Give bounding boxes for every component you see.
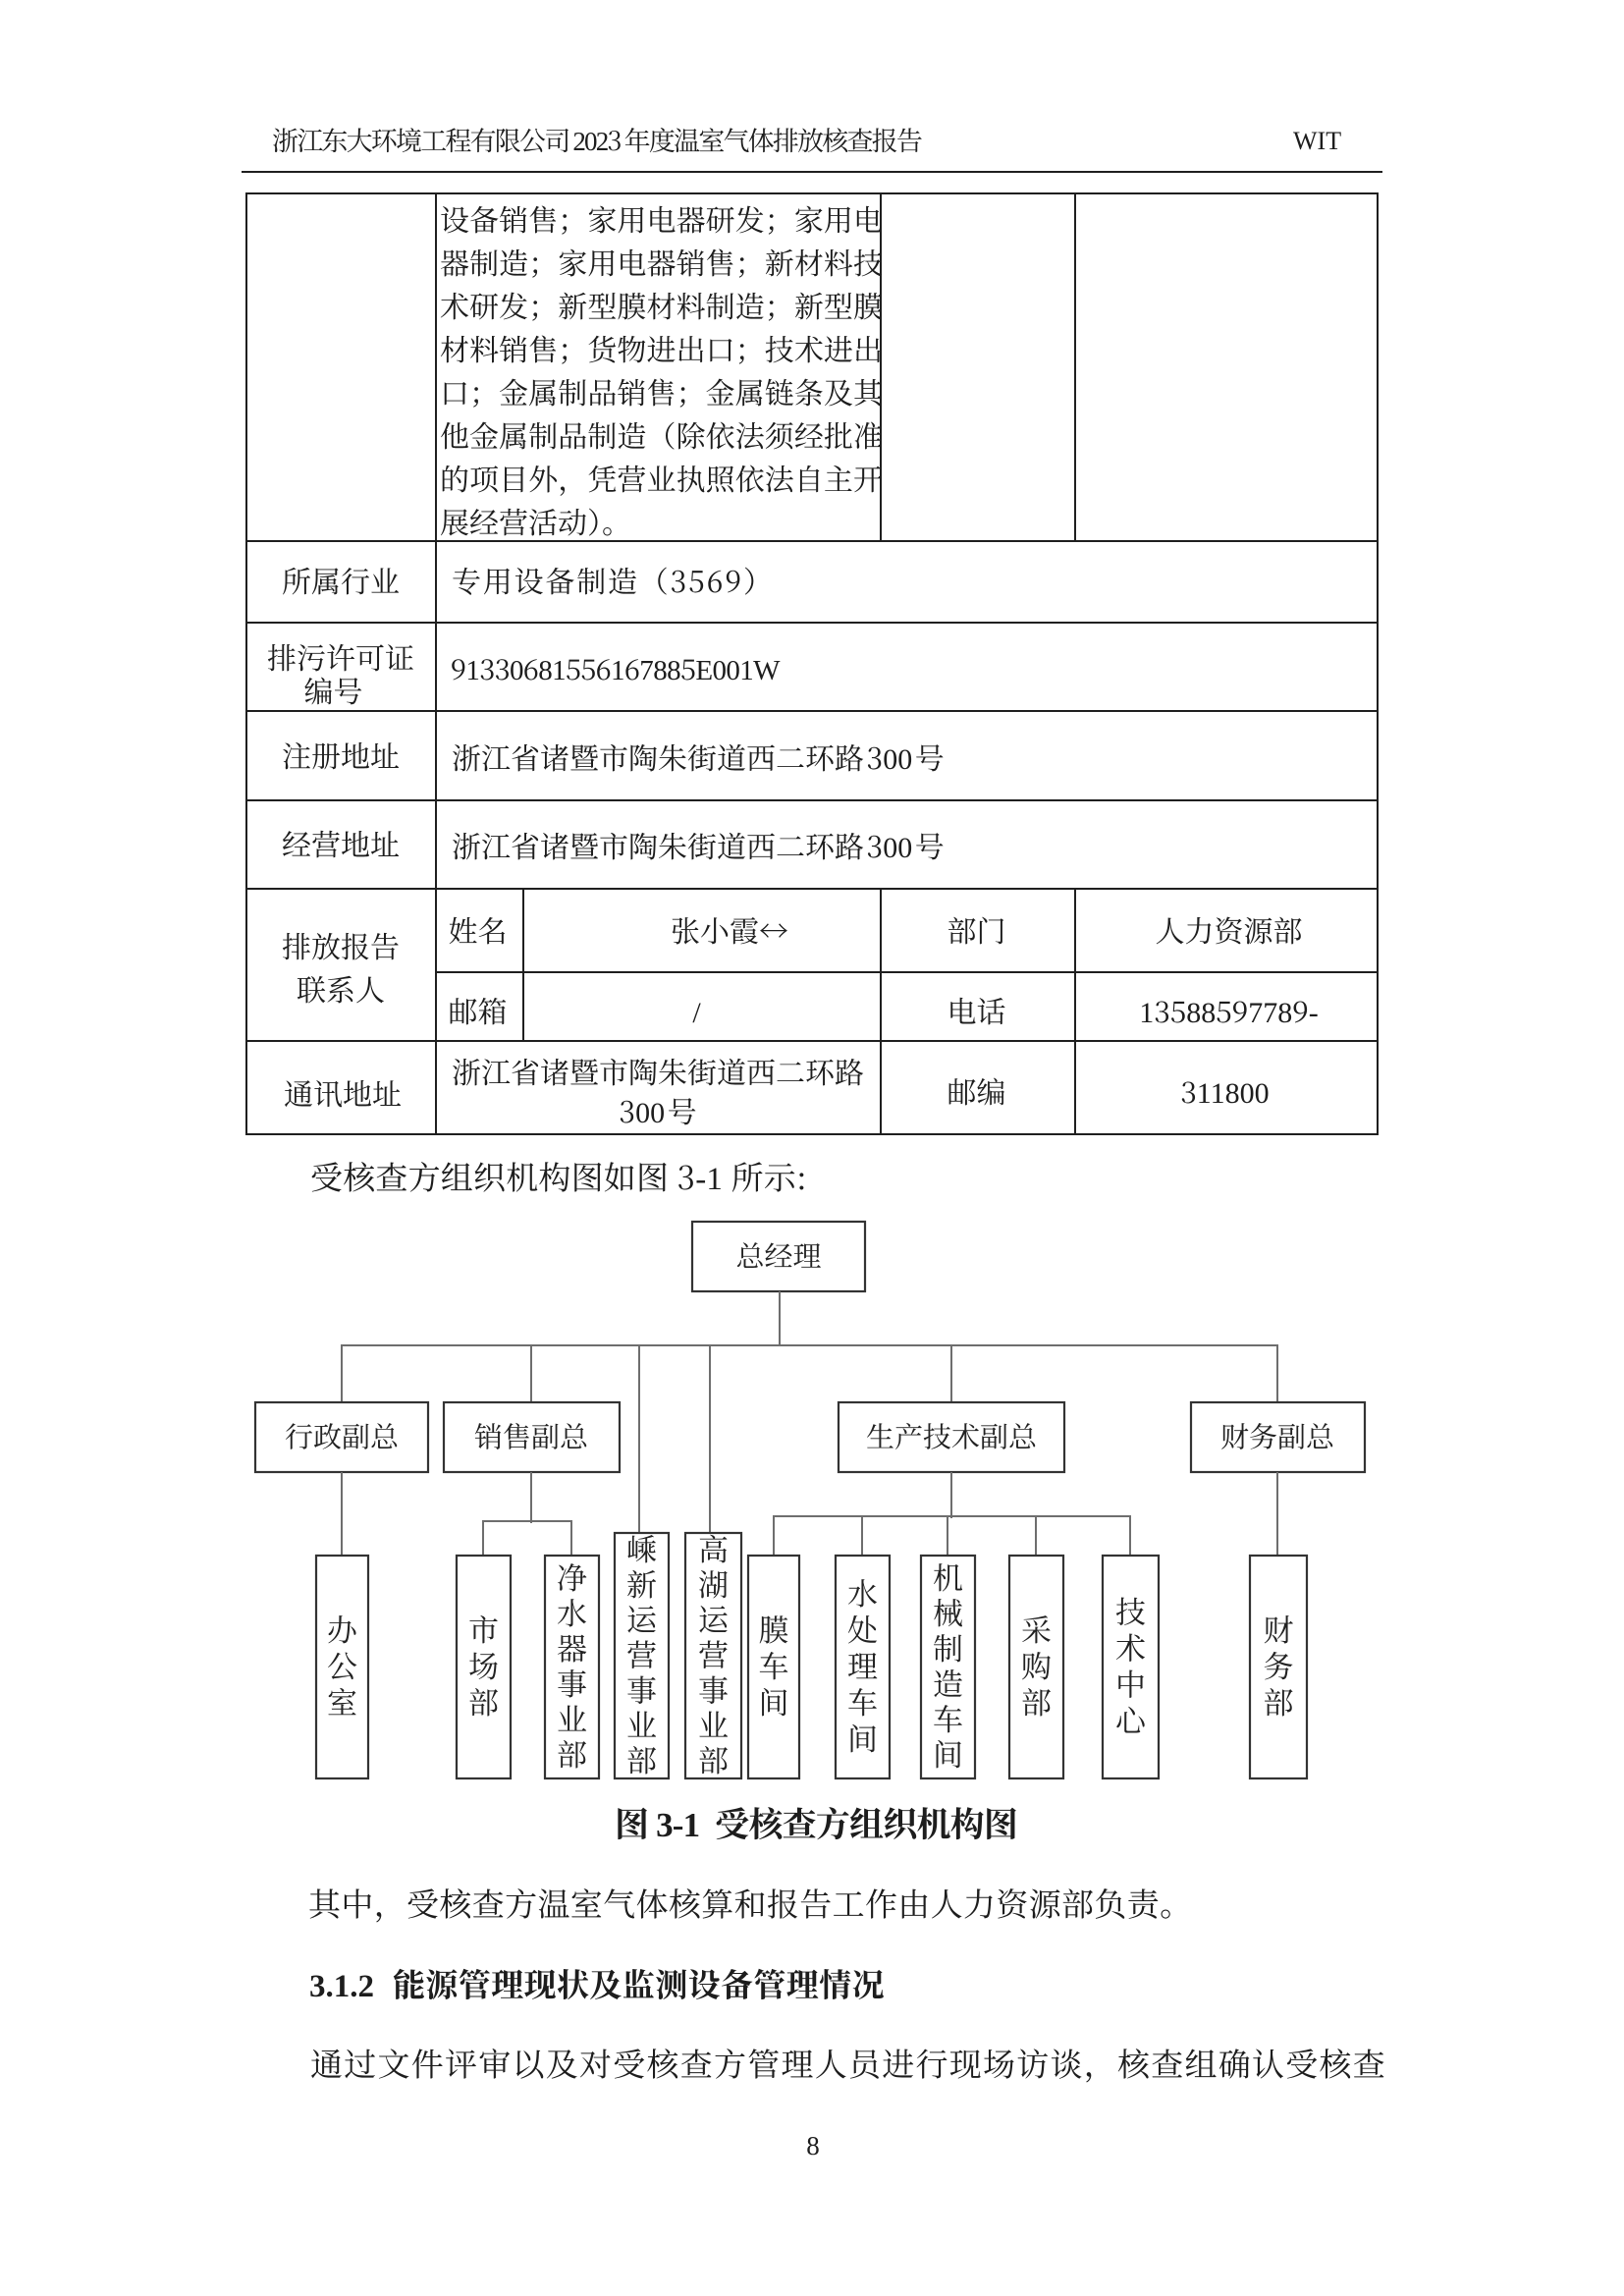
svg-text:事: 事 bbox=[557, 1660, 587, 1704]
svg-text:处: 处 bbox=[847, 1606, 878, 1650]
svg-text:采: 采 bbox=[1021, 1606, 1052, 1650]
svg-text:营: 营 bbox=[626, 1631, 657, 1675]
svg-text:部: 部 bbox=[698, 1736, 729, 1780]
svg-text:总经理: 总经理 bbox=[735, 1235, 821, 1276]
svg-text:室: 室 bbox=[327, 1678, 357, 1722]
svg-text:事: 事 bbox=[698, 1666, 729, 1710]
svg-text:新: 新 bbox=[626, 1560, 657, 1605]
svg-text:技: 技 bbox=[1115, 1588, 1146, 1632]
svg-text:运: 运 bbox=[626, 1596, 658, 1640]
svg-text:械: 械 bbox=[933, 1589, 963, 1633]
svg-text:部: 部 bbox=[1021, 1678, 1052, 1722]
svg-text:业: 业 bbox=[698, 1701, 729, 1745]
svg-text:车: 车 bbox=[847, 1678, 878, 1722]
svg-text:财务副总: 财务副总 bbox=[1220, 1416, 1335, 1456]
svg-text:机: 机 bbox=[933, 1554, 963, 1598]
svg-text:销售副总: 销售副总 bbox=[474, 1416, 589, 1456]
svg-text:财: 财 bbox=[1264, 1606, 1294, 1650]
svg-text:场: 场 bbox=[468, 1642, 499, 1686]
svg-text:办: 办 bbox=[327, 1606, 358, 1650]
svg-text:制: 制 bbox=[933, 1624, 963, 1668]
svg-text:中: 中 bbox=[1115, 1661, 1146, 1705]
svg-text:生产技术副总: 生产技术副总 bbox=[866, 1416, 1038, 1456]
svg-text:高: 高 bbox=[698, 1525, 729, 1569]
svg-text:水: 水 bbox=[557, 1589, 587, 1633]
svg-text:车: 车 bbox=[759, 1642, 789, 1686]
svg-text:业: 业 bbox=[557, 1695, 587, 1739]
svg-text:造: 造 bbox=[933, 1660, 963, 1704]
svg-text:理: 理 bbox=[847, 1642, 878, 1686]
svg-text:嵊: 嵊 bbox=[626, 1525, 657, 1569]
svg-text:水: 水 bbox=[847, 1569, 878, 1613]
svg-text:间: 间 bbox=[759, 1678, 789, 1722]
svg-text:公: 公 bbox=[327, 1642, 357, 1686]
svg-text:湖: 湖 bbox=[698, 1560, 729, 1605]
svg-text:购: 购 bbox=[1021, 1642, 1052, 1686]
svg-text:心: 心 bbox=[1115, 1697, 1147, 1741]
svg-text:业: 业 bbox=[626, 1701, 657, 1745]
svg-text:运: 运 bbox=[698, 1596, 730, 1640]
svg-text:务: 务 bbox=[1264, 1642, 1294, 1686]
svg-text:市: 市 bbox=[468, 1606, 499, 1650]
svg-text:部: 部 bbox=[468, 1678, 499, 1722]
svg-text:净: 净 bbox=[557, 1554, 587, 1598]
svg-text:部: 部 bbox=[626, 1736, 657, 1780]
svg-text:营: 营 bbox=[698, 1631, 729, 1675]
svg-text:车: 车 bbox=[933, 1695, 963, 1739]
svg-text:事: 事 bbox=[626, 1666, 657, 1710]
svg-text:间: 间 bbox=[933, 1730, 963, 1775]
svg-text:器: 器 bbox=[557, 1624, 587, 1668]
svg-text:间: 间 bbox=[847, 1715, 878, 1759]
svg-text:部: 部 bbox=[557, 1730, 587, 1775]
svg-text:部: 部 bbox=[1264, 1678, 1294, 1722]
svg-text:膜: 膜 bbox=[759, 1606, 789, 1650]
svg-text:术: 术 bbox=[1115, 1624, 1146, 1668]
svg-text:行政副总: 行政副总 bbox=[285, 1416, 400, 1456]
